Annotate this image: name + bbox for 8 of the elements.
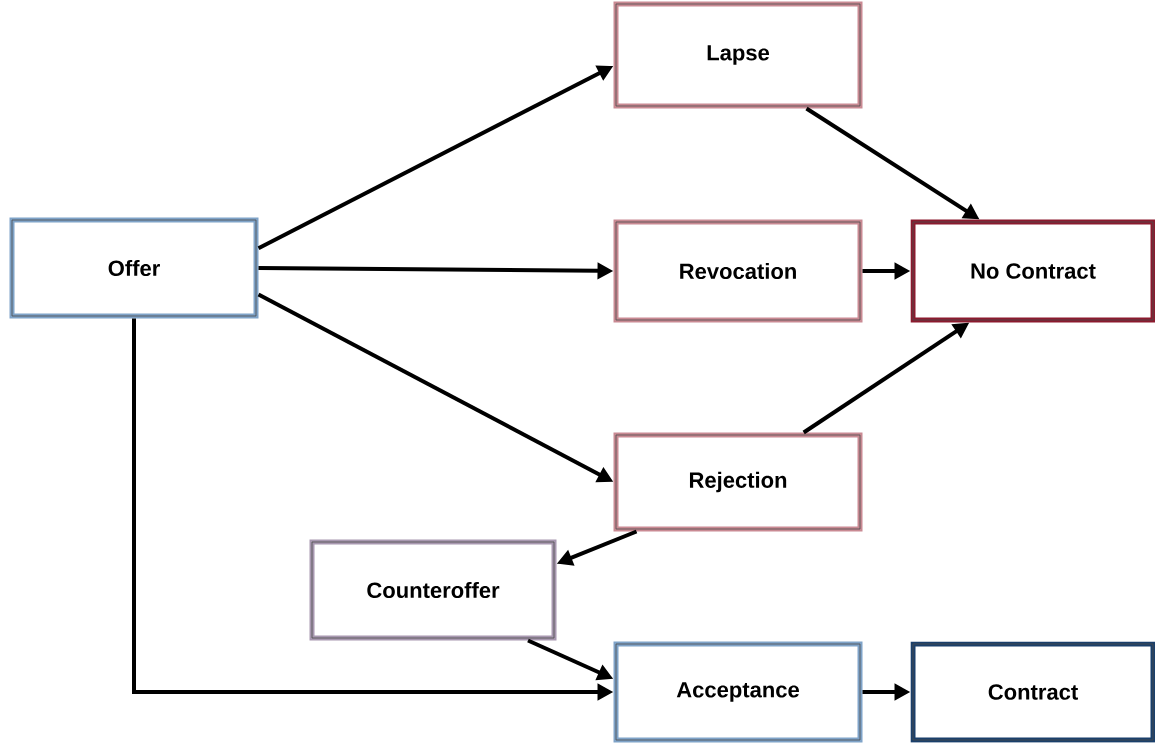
process-box: Revocation bbox=[613, 219, 863, 323]
process-box: Lapse bbox=[613, 1, 863, 109]
process-box: Contract bbox=[910, 641, 1155, 743]
process-box: Offer bbox=[9, 217, 259, 319]
process-box: Acceptance bbox=[613, 641, 863, 743]
process-box: Counteroffer bbox=[309, 539, 557, 641]
process-box: No Contract bbox=[910, 219, 1155, 323]
process-box: Rejection bbox=[613, 432, 863, 532]
